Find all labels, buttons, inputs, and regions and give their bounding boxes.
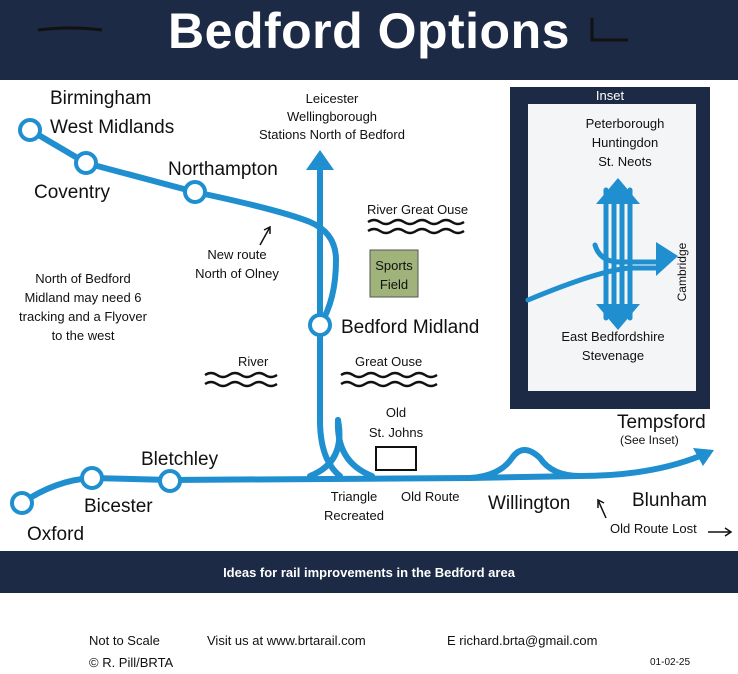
arrow-tempsford-icon bbox=[693, 448, 714, 466]
old-st-johns-box bbox=[375, 446, 417, 471]
river-great-ouse-south-east bbox=[340, 371, 438, 388]
sports-field-box bbox=[369, 249, 419, 298]
footer-not-to-scale: Not to Scale bbox=[89, 633, 160, 648]
label-wellingborough: Wellingborough bbox=[287, 109, 377, 124]
station-birmingham bbox=[18, 118, 42, 142]
label-bletchley: Bletchley bbox=[141, 449, 219, 470]
sports-field-line-1: Sports bbox=[375, 258, 413, 273]
inset-north-1: Peterborough bbox=[586, 116, 665, 131]
stations bbox=[10, 118, 332, 515]
label-see-inset: (See Inset) bbox=[620, 433, 679, 447]
inset-south-1: East Bedfordshire bbox=[561, 329, 664, 344]
triangle-line-2: Recreated bbox=[324, 508, 384, 523]
caption-bar: Ideas for rail improvements in the Bedfo… bbox=[0, 551, 738, 593]
note-new-route-2: North of Olney bbox=[195, 266, 279, 281]
footer-date: 01-02-25 bbox=[650, 657, 691, 668]
note-north-bedford-1: North of Bedford bbox=[35, 271, 130, 286]
line-willington-straight bbox=[467, 473, 583, 481]
river-great-ouse-north bbox=[367, 218, 465, 235]
line-to-tempsford bbox=[577, 453, 703, 479]
inset-title: Inset bbox=[596, 88, 625, 103]
station-bletchley bbox=[158, 469, 182, 493]
line-triangle-east bbox=[334, 417, 375, 479]
inset-arrow-east-icon bbox=[656, 242, 678, 276]
station-coventry bbox=[74, 151, 98, 175]
note-north-bedford-3: tracking and a Flyover bbox=[19, 309, 148, 324]
label-blunham: Blunham bbox=[632, 490, 707, 511]
note-north-bedford-2: Midland may need 6 bbox=[24, 290, 141, 305]
line-midland-south bbox=[317, 322, 343, 479]
label-willington: Willington bbox=[488, 493, 570, 514]
label-west-midlands: West Midlands bbox=[50, 117, 174, 138]
pointer-old-route-lost bbox=[597, 499, 607, 519]
inset-arrow-south-icon bbox=[596, 304, 640, 330]
label-bicester: Bicester bbox=[84, 496, 153, 517]
inset-north-2: Huntingdon bbox=[592, 135, 659, 150]
triangle-line-1: Triangle bbox=[331, 489, 377, 504]
header-scribble-right bbox=[590, 18, 628, 42]
label-birmingham: Birmingham bbox=[50, 88, 151, 109]
label-leicester: Leicester bbox=[306, 91, 359, 106]
footer-copyright: © R. Pill/BRTA bbox=[89, 655, 174, 670]
label-tempsford: Tempsford bbox=[617, 412, 706, 433]
station-bedford-midland bbox=[308, 313, 332, 337]
page-title: Bedford Options bbox=[168, 3, 570, 59]
label-stations-north: Stations North of Bedford bbox=[259, 127, 405, 142]
inset-tab bbox=[516, 275, 526, 350]
label-river-great-ouse: River Great Ouse bbox=[367, 202, 468, 217]
label-old-route-lost: Old Route Lost bbox=[610, 521, 697, 536]
old-st-johns-line-2: St. Johns bbox=[369, 425, 424, 440]
inset-south-2: Stevenage bbox=[582, 348, 644, 363]
label-river: River bbox=[238, 354, 269, 369]
label-oxford: Oxford bbox=[27, 524, 84, 545]
label-great-ouse: Great Ouse bbox=[355, 354, 422, 369]
pointer-old-route-lost-head bbox=[597, 498, 605, 508]
station-northampton bbox=[183, 180, 207, 204]
line-willington-loop bbox=[467, 447, 583, 481]
label-northampton: Northampton bbox=[168, 159, 278, 180]
footer-email-link[interactable]: E richard.brta@gmail.com bbox=[447, 633, 598, 648]
pointer-east-head bbox=[724, 527, 733, 537]
label-old-route: Old Route bbox=[401, 489, 460, 504]
note-north-bedford-4: to the west bbox=[52, 328, 115, 343]
note-new-route-1: New route bbox=[207, 247, 266, 262]
rail-lines bbox=[19, 127, 703, 506]
arrow-north-icon bbox=[306, 150, 334, 170]
label-coventry: Coventry bbox=[34, 182, 111, 203]
old-st-johns-line-1: Old bbox=[386, 405, 406, 420]
inset-lines bbox=[525, 187, 663, 321]
header-scribble-left bbox=[37, 26, 103, 32]
label-bedford-midland: Bedford Midland bbox=[341, 317, 479, 338]
inset-arrow-north-icon bbox=[596, 178, 640, 204]
caption-text: Ideas for rail improvements in the Bedfo… bbox=[223, 564, 515, 580]
sports-field-line-2: Field bbox=[380, 277, 408, 292]
river-great-ouse-south-west bbox=[204, 371, 278, 388]
footer-visit-link[interactable]: Visit us at www.brtarail.com bbox=[207, 633, 366, 648]
station-oxford bbox=[10, 491, 34, 515]
pointer-new-route bbox=[259, 226, 271, 246]
inset-north-3: St. Neots bbox=[598, 154, 652, 169]
inset-cambridge: Cambridge bbox=[675, 242, 689, 301]
pointer-new-route-head bbox=[263, 225, 271, 234]
station-bicester bbox=[80, 466, 104, 490]
